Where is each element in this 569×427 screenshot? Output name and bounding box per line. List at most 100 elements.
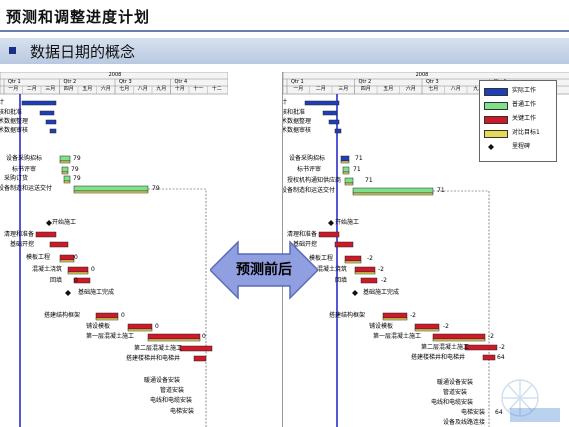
right-task-label: 术数据审核	[282, 127, 312, 134]
legend-item: 实际工作	[484, 87, 556, 96]
left-task-label: 管道安装	[160, 387, 185, 394]
left-task-label: 暖通设备安装	[144, 377, 181, 384]
left-task-label: 混凝土浇筑	[32, 266, 63, 273]
left-task-bar-actual	[39, 110, 55, 116]
legend-item: 普通工作	[484, 101, 556, 110]
milestone-legend-icon	[488, 144, 494, 150]
right-task-bar-critical	[382, 312, 408, 319]
left-task-label: 开始施工	[52, 219, 77, 226]
right-slack-value: -2	[488, 333, 494, 340]
right-task-label: 标书评审	[297, 166, 322, 173]
right-task-label: 管道安装	[443, 389, 468, 396]
right-task-label: 混凝土浇筑	[317, 266, 348, 273]
left-month-label: 十一	[193, 86, 204, 92]
double-arrow-icon	[210, 240, 318, 300]
left-task-label: 第一层混凝土施工	[86, 333, 135, 340]
right-task-bar-baseline	[352, 192, 434, 196]
right-task-label: 基础开挖	[293, 241, 318, 248]
left-timescale-header	[0, 72, 228, 95]
left-task-label: 清理和准备	[4, 231, 35, 238]
left-task-bar-baseline	[147, 338, 201, 342]
left-task-bar-critical	[193, 355, 207, 362]
right-task-label: 搭建楼梯井和电梯井	[411, 354, 466, 361]
right-month-label: 七月	[428, 86, 439, 92]
right-task-label: 搭建结构框架	[329, 312, 366, 319]
right-task-label: 术数据整理	[282, 118, 312, 125]
left-dependency-link	[148, 188, 207, 427]
left-task-label: 搭建楼梯井和电梯井	[126, 355, 181, 362]
left-task-bar-normal	[61, 166, 69, 173]
right-task-bar-critical	[464, 344, 498, 351]
legend-label: 里程碑	[512, 143, 531, 150]
left-month-label: 四月	[63, 86, 74, 92]
legend-swatch-baseline	[484, 130, 508, 138]
right-task-label: 设备制造和运送交付	[282, 187, 336, 194]
right-task-label: 第一层混凝土施工	[373, 333, 422, 340]
left-task-bar-baseline	[59, 259, 75, 263]
left-task-bar-actual	[49, 128, 57, 134]
left-task-bar-baseline	[127, 328, 153, 332]
right-task-bar-baseline	[382, 317, 408, 321]
left-slack-value: 0	[121, 312, 125, 319]
right-slack-value: -2	[378, 266, 384, 273]
right-task-bar-baseline	[354, 271, 376, 275]
right-quarter-label: Qtr 1	[291, 79, 304, 85]
left-task-bar-normal	[59, 155, 71, 162]
left-month-label: 三月	[45, 86, 56, 92]
left-milestone-icon	[46, 220, 52, 226]
left-month-label: 六月	[100, 86, 111, 92]
left-task-label: 设备采购招标	[6, 155, 43, 162]
right-task-bar-critical	[482, 354, 496, 361]
right-task-label: 清理和准备	[287, 231, 318, 238]
right-slack-value: 64	[495, 409, 503, 416]
left-task-label: 铺设模板	[86, 323, 111, 330]
left-slack-value: 0	[202, 333, 206, 340]
left-slack-value: 0	[74, 254, 78, 261]
left-task-bar-critical	[59, 254, 75, 261]
left-quarter-label: Qtr 1	[8, 79, 21, 85]
right-task-bar-actual	[328, 119, 340, 125]
right-task-bar-baseline	[344, 182, 354, 186]
right-task-label: 电线和电缆安装	[431, 399, 474, 406]
left-slack-value: 0	[155, 323, 159, 330]
right-task-label: 授权机构通知供应商	[287, 177, 342, 184]
legend-label: 普通工作	[512, 101, 537, 108]
left-task-bar-normal	[73, 185, 149, 192]
left-task-label: 回填	[50, 277, 63, 284]
left-task-label: 术数据审核	[0, 127, 29, 134]
left-task-bar-critical	[35, 231, 57, 238]
right-task-bar-actual	[304, 100, 340, 106]
right-task-label: 设备及线路连接	[443, 419, 486, 426]
left-month-label: 二月	[26, 86, 37, 92]
left-gantt-svg	[0, 72, 228, 427]
right-task-bar-critical	[414, 323, 440, 330]
right-task-bar-actual	[322, 110, 338, 116]
right-task-bar-actual	[340, 155, 350, 162]
right-task-label: 铺设模板	[369, 323, 394, 330]
left-month-label: 八月	[137, 86, 148, 92]
right-slack-value: 71	[353, 166, 361, 173]
left-month-label: 五月	[82, 86, 93, 92]
right-task-bar-critical	[432, 333, 486, 340]
right-task-bar-baseline	[414, 328, 440, 332]
right-slack-value: -2	[381, 277, 387, 284]
legend-label: 对比目标1	[512, 129, 540, 136]
slide-title: 预测和调整进度计划	[6, 8, 151, 26]
left-slack-value: 0	[91, 266, 95, 273]
left-slack-value: 79	[73, 175, 81, 182]
left-task-bar-critical	[127, 323, 153, 330]
left-task-label: 搭建结构框架	[44, 312, 81, 319]
left-task-bar-critical	[95, 312, 119, 319]
right-milestone-icon	[352, 290, 358, 296]
right-task-bar-critical	[334, 241, 354, 248]
left-slack-value: 79	[152, 185, 160, 192]
left-month-label: 十二	[211, 86, 222, 92]
left-task-label: 计	[0, 99, 5, 106]
left-slack-value: 79	[73, 155, 81, 162]
right-year-label: 2008	[415, 72, 429, 78]
legend-swatch-normal	[484, 102, 508, 110]
left-task-bar-critical	[67, 266, 89, 273]
right-slack-value: -2	[367, 255, 373, 262]
